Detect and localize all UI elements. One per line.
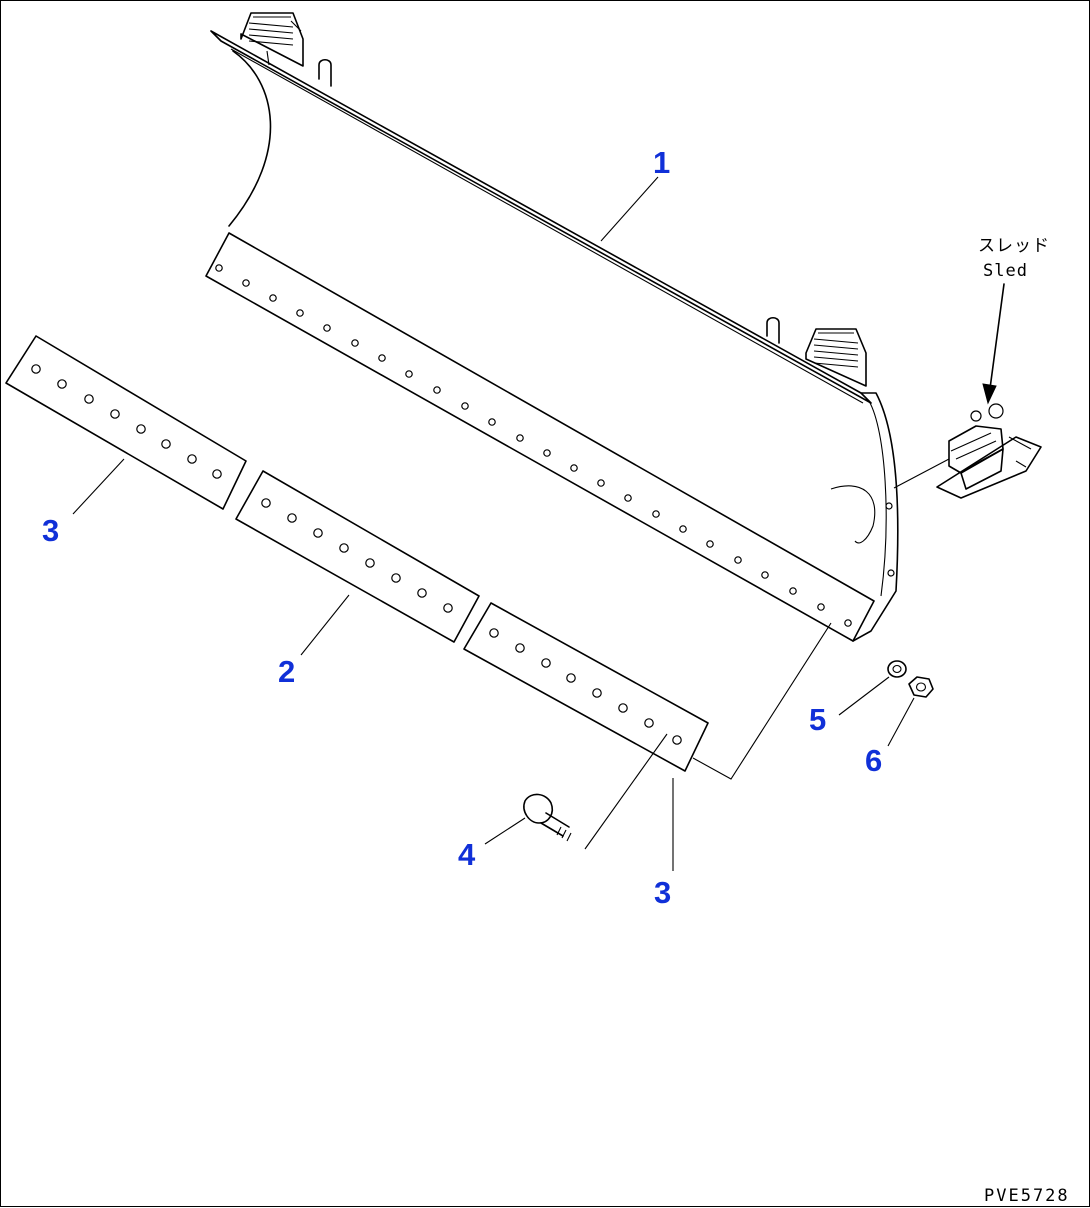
blade-right-endplate bbox=[852, 392, 899, 642]
blade-top-rail bbox=[210, 30, 872, 404]
callout-3-left: 3 bbox=[42, 513, 59, 548]
lifting-eye-left bbox=[318, 58, 332, 87]
callout-6: 6 bbox=[865, 743, 882, 778]
leader-1 bbox=[600, 176, 659, 242]
cutting-edge-right bbox=[463, 602, 709, 772]
callout-3-right: 3 bbox=[654, 875, 671, 910]
sled-label-english: Sled bbox=[983, 261, 1028, 281]
blade-assembly bbox=[205, 12, 899, 642]
sled-part bbox=[936, 403, 1042, 499]
sled-pointer-line bbox=[988, 283, 1005, 397]
callout-2: 2 bbox=[278, 654, 295, 689]
assembly-line-bolt-hole bbox=[584, 733, 668, 850]
leader-4 bbox=[484, 817, 526, 845]
washer bbox=[887, 660, 907, 678]
blade-left-curve bbox=[228, 50, 272, 227]
leader-2 bbox=[300, 594, 350, 656]
assembly-line-bolt-path bbox=[692, 622, 832, 780]
blade-bolt-holes bbox=[215, 264, 852, 627]
blade-right-curve bbox=[830, 485, 876, 544]
leader-6 bbox=[887, 697, 915, 747]
cutting-edge-left bbox=[5, 335, 247, 510]
callout-4: 4 bbox=[458, 837, 476, 872]
end-bracket-left bbox=[240, 12, 304, 67]
sled-label-japanese: スレッド bbox=[978, 236, 1050, 256]
leader-5 bbox=[838, 676, 890, 716]
cutting-edge-center bbox=[235, 470, 480, 643]
callout-1: 1 bbox=[653, 145, 670, 180]
sled-leader-line bbox=[893, 458, 950, 489]
nut bbox=[908, 676, 934, 698]
plow-bolt bbox=[523, 793, 572, 842]
leader-lines bbox=[72, 176, 915, 871]
leader-3a bbox=[72, 458, 125, 515]
callout-5: 5 bbox=[809, 702, 826, 737]
drawing-code: PVE5728 bbox=[984, 1186, 1070, 1206]
sled-pointer-arrowhead bbox=[982, 383, 997, 405]
end-bracket-right bbox=[805, 328, 867, 387]
lifting-eye-right bbox=[766, 316, 780, 344]
blade-bottom-strip bbox=[205, 232, 875, 642]
blade-top-rail-inner bbox=[230, 48, 864, 404]
blade-right-endplate-inner bbox=[868, 400, 887, 597]
